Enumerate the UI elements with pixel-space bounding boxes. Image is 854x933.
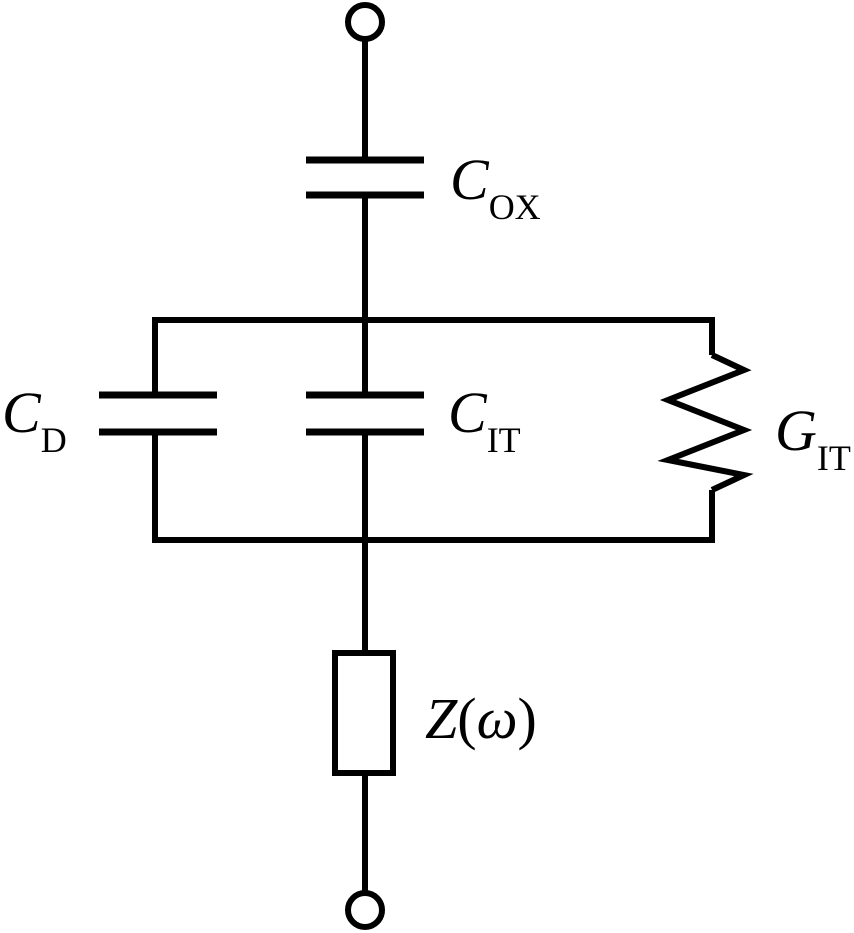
label-z-open-paren: ( bbox=[457, 686, 476, 751]
label-g-it-symbol: G bbox=[775, 398, 817, 463]
label-z-omega: Z(ω) bbox=[425, 686, 537, 751]
capacitor-c-ox bbox=[306, 156, 424, 199]
label-z-argument: ω bbox=[477, 686, 518, 751]
label-c-ox-symbol: C bbox=[450, 147, 490, 212]
label-g-it-subscript: IT bbox=[817, 438, 851, 478]
label-c-it: CIT bbox=[448, 380, 521, 460]
label-c-d-symbol: C bbox=[2, 380, 42, 445]
label-c-ox: COX bbox=[450, 147, 541, 227]
label-c-it-subscript: IT bbox=[487, 420, 521, 460]
label-z-symbol: Z bbox=[425, 686, 458, 751]
resistor-g-it bbox=[657, 352, 754, 493]
impedance-z-box bbox=[332, 650, 396, 776]
top-terminal bbox=[345, 2, 385, 42]
capacitor-c-it bbox=[306, 391, 424, 436]
label-c-d: CD bbox=[2, 380, 67, 460]
label-c-ox-subscript: OX bbox=[489, 187, 541, 227]
wire-top-bus bbox=[152, 317, 715, 395]
label-g-it: GIT bbox=[775, 398, 851, 478]
wire-bottom-bus bbox=[152, 432, 715, 543]
capacitor-c-d bbox=[99, 391, 217, 436]
label-c-d-subscript: D bbox=[41, 420, 67, 460]
label-z-close-paren: ) bbox=[518, 686, 537, 751]
bottom-terminal bbox=[345, 890, 385, 930]
label-c-it-symbol: C bbox=[448, 380, 488, 445]
